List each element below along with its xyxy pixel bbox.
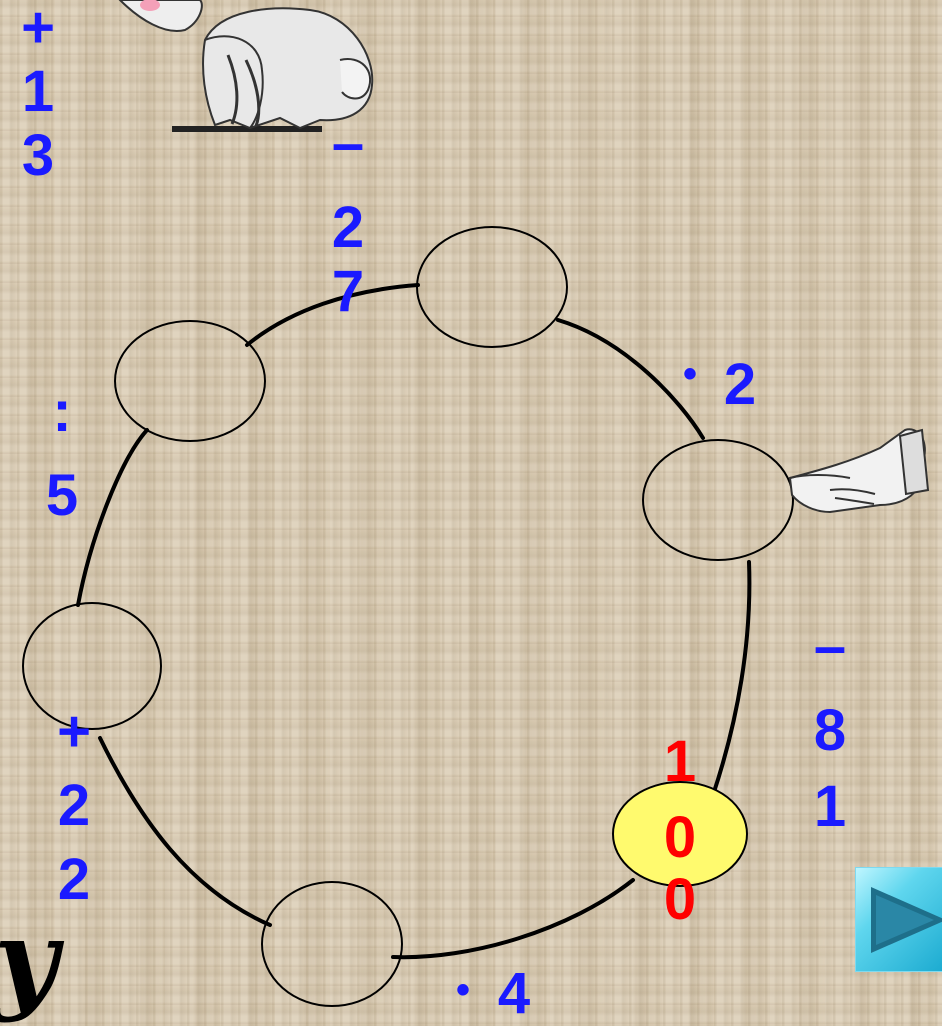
op-digit: 5 (45, 463, 79, 528)
op-symbol: + (21, 0, 55, 60)
op-symbol: + (57, 699, 91, 764)
op-symbol: – (813, 614, 847, 679)
start-digit: 0 (663, 805, 697, 870)
op-digit: 7 (331, 259, 365, 324)
op-digit: 1 (813, 774, 847, 839)
play-arrow-icon (871, 887, 942, 953)
op-digit: 8 (813, 698, 847, 763)
op-times-2-digit: 2 (723, 352, 757, 417)
start-digit: 1 (663, 729, 697, 794)
connector-path (76, 283, 752, 960)
start-digit: 0 (663, 867, 697, 932)
step-circle-5[interactable] (114, 320, 266, 442)
partial-title-glyph: у (0, 895, 60, 1024)
op-symbol: – (331, 111, 365, 176)
pointing-hand-icon (788, 428, 930, 514)
start-value: 1 0 0 (650, 730, 710, 932)
next-button[interactable] (855, 867, 942, 972)
op-plus-22: + 2 2 (44, 700, 104, 912)
op-symbol: : (52, 379, 72, 444)
op-times-4-digit: 4 (497, 961, 531, 1026)
start-circle[interactable] (612, 781, 748, 887)
op-minus-27: – 2 7 (318, 112, 378, 324)
op-digit: 2 (331, 195, 365, 260)
op-times-4-dot: • (455, 968, 470, 1012)
op-times-2-dot: • (682, 352, 697, 396)
op-digit: 2 (57, 773, 91, 838)
step-circle-2[interactable] (642, 439, 794, 561)
step-circle-6[interactable] (416, 226, 568, 348)
op-digit: 1 (21, 59, 55, 124)
op-digit: 3 (21, 123, 55, 188)
rabbit-icon (118, 0, 374, 132)
step-circle-3[interactable] (261, 881, 403, 1007)
op-plus-13: + 1 3 (8, 0, 68, 188)
step-circle-4[interactable] (22, 602, 162, 730)
op-digit: 2 (57, 847, 91, 912)
op-minus-81: – 8 1 (800, 615, 860, 839)
op-divide-5: : 5 (32, 380, 92, 528)
